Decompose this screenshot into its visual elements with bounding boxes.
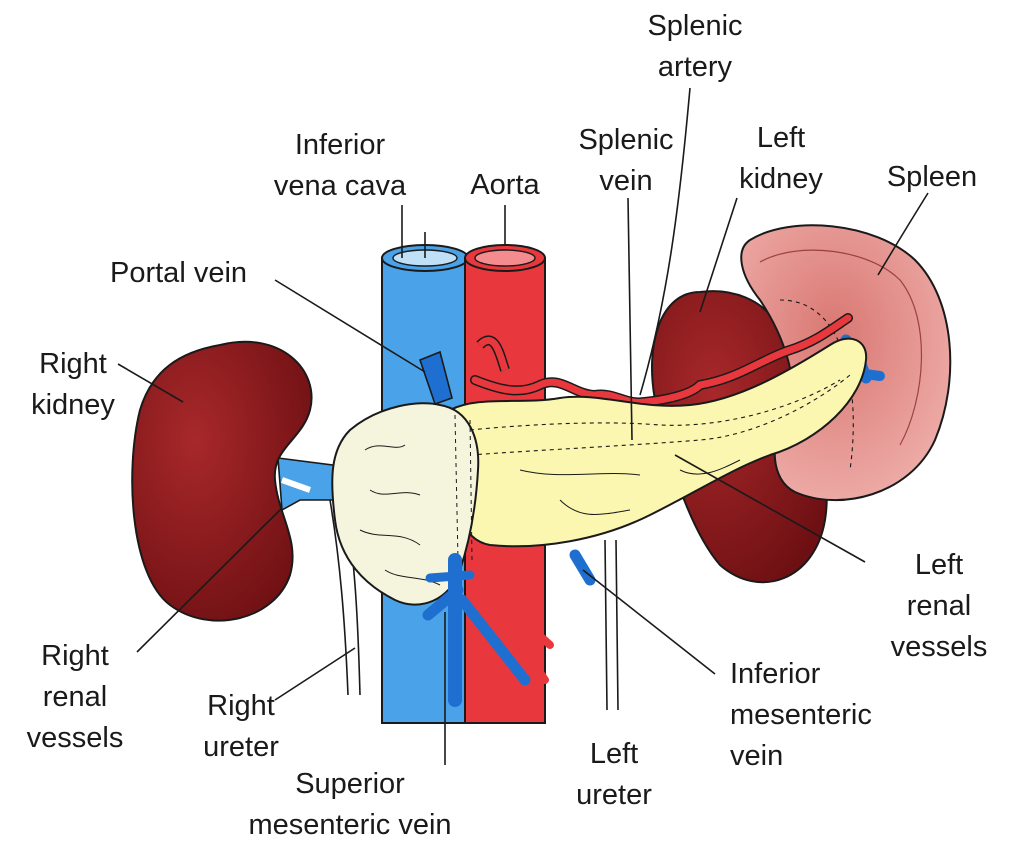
portal-vein bbox=[418, 350, 453, 406]
inferior-mesenteric-vein-art bbox=[569, 549, 596, 586]
pancreas bbox=[449, 337, 868, 548]
right-kidney bbox=[131, 340, 313, 622]
splenic-artery bbox=[470, 313, 853, 408]
label-portal-vein: Portal vein bbox=[110, 257, 248, 289]
label-spleen: Spleen bbox=[886, 161, 978, 193]
right-renal-vessels-art bbox=[277, 457, 341, 512]
superior-mesenteric-vein-art bbox=[422, 553, 531, 707]
leader-lines bbox=[117, 87, 929, 765]
mesenteric-arteries bbox=[496, 596, 554, 684]
label-aorta: Aorta bbox=[470, 169, 540, 201]
